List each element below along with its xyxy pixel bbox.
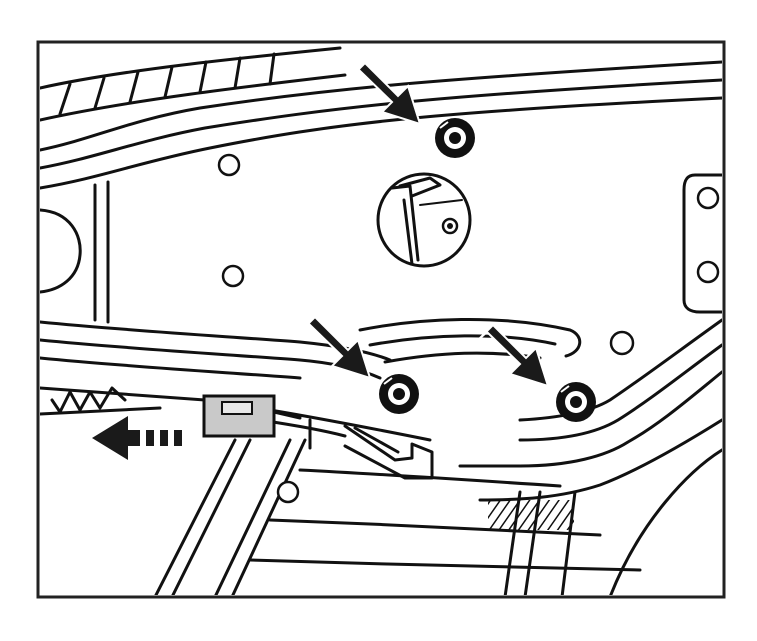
bracket-hole <box>696 260 720 284</box>
panel-hole <box>221 264 245 288</box>
left-pillar <box>40 180 110 324</box>
panel-hole <box>276 480 300 504</box>
lower-structure <box>40 386 722 595</box>
hatched-seam <box>488 500 574 530</box>
nut-icon <box>379 374 419 414</box>
arrow-down-right-icon <box>299 315 372 380</box>
magnified-detail-circle <box>376 172 472 268</box>
panel-linework <box>40 46 722 595</box>
dashed-arrow-left-icon <box>92 416 182 460</box>
top-rib-section <box>40 46 347 122</box>
latch-assembly <box>202 394 434 480</box>
bracket-hole <box>696 186 720 210</box>
upper-rails <box>40 60 722 190</box>
arrow-down-right-icon <box>349 61 422 126</box>
panel-hole <box>609 330 635 356</box>
panel-hole <box>217 153 241 177</box>
arrow-down-right-icon <box>477 323 550 388</box>
diagram-frame <box>36 40 726 599</box>
nut-icon <box>556 382 596 422</box>
right-bracket <box>682 173 722 314</box>
nut-icon <box>435 118 475 158</box>
